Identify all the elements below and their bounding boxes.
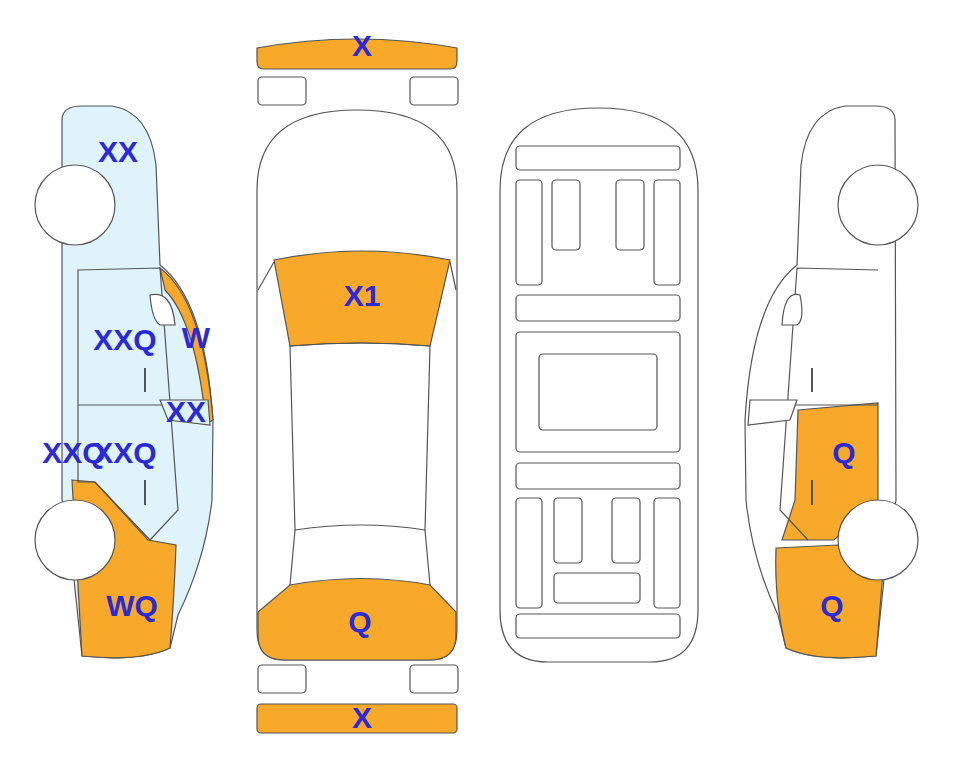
roof <box>290 343 430 530</box>
frame-bar <box>516 614 680 638</box>
damage-code: XX <box>166 397 206 427</box>
underside-view <box>500 108 698 662</box>
taillight <box>410 665 458 693</box>
frame-rail <box>654 180 680 285</box>
headlight <box>410 77 458 105</box>
right-side-view <box>745 106 918 658</box>
c-pillar <box>290 530 295 585</box>
trunk <box>258 579 456 661</box>
top-view <box>257 39 458 733</box>
floor-pan-inner <box>539 354 657 430</box>
mirror <box>782 294 802 325</box>
damage-code: W <box>182 323 210 353</box>
damage-code: Q <box>832 438 855 468</box>
frame-rail <box>516 180 542 285</box>
door-handle <box>811 368 813 392</box>
frame-rail <box>654 498 680 608</box>
damage-code: X <box>352 703 372 733</box>
rear-bumper <box>257 704 457 733</box>
damage-code: X <box>352 31 372 61</box>
frame-rail <box>516 498 542 608</box>
frame-part <box>616 180 644 250</box>
frame-part <box>554 498 582 563</box>
taillight <box>258 665 306 693</box>
door-handle <box>144 480 146 505</box>
damage-code: Q <box>348 607 371 637</box>
mirror <box>150 294 175 325</box>
frame-bar <box>516 295 680 321</box>
frame-part <box>554 573 640 603</box>
door-handle <box>144 368 146 392</box>
car-body <box>257 110 457 660</box>
a-pillar <box>450 262 456 290</box>
c-pillar <box>425 530 430 585</box>
frame-part <box>612 498 640 563</box>
damage-code: XXQ <box>93 438 156 468</box>
frame-bar <box>516 146 680 170</box>
wheel <box>838 165 918 245</box>
chassis <box>500 108 698 662</box>
damage-code: XXQ <box>93 325 156 355</box>
floor-pan <box>516 332 680 452</box>
wheel <box>35 165 115 245</box>
damage-code: Q <box>820 591 843 621</box>
wheel <box>838 500 918 580</box>
damage-code: XX <box>98 137 138 167</box>
left-side-view <box>35 106 213 658</box>
hood <box>274 251 450 346</box>
door-handle <box>811 480 813 505</box>
headlight <box>258 77 306 105</box>
quarter-window <box>748 400 797 425</box>
damage-code: X1 <box>344 281 381 311</box>
wheel <box>35 500 115 580</box>
a-pillar <box>258 262 274 290</box>
frame-bar <box>516 463 680 489</box>
damage-code: WQ <box>106 591 158 621</box>
frame-part <box>552 180 580 250</box>
